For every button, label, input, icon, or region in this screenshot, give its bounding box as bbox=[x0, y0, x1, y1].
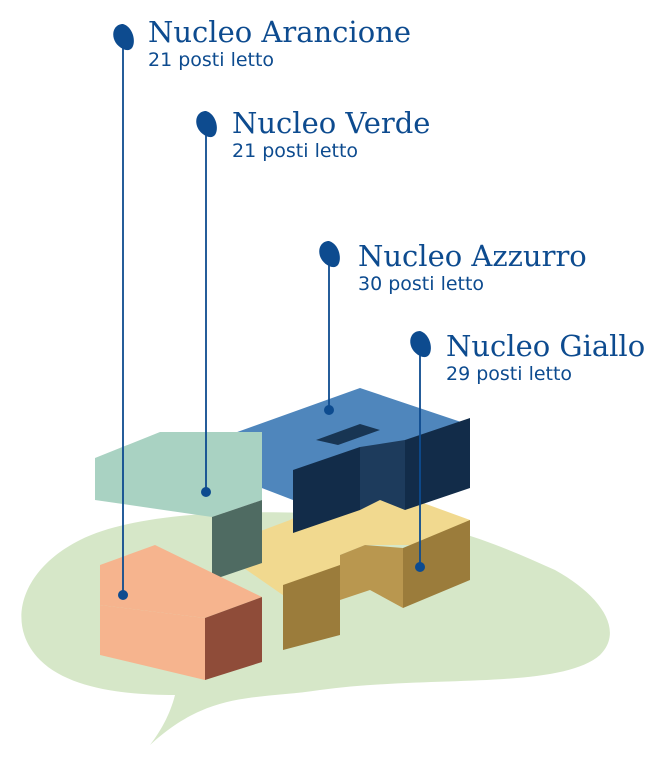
block-arancione bbox=[100, 545, 262, 680]
label-arancione-beds: 21 posti letto bbox=[148, 49, 275, 71]
label-giallo-title: Nucleo Giallo bbox=[446, 329, 646, 363]
block-verde bbox=[95, 432, 262, 580]
label-arancione: Nucleo Arancione 21 posti letto bbox=[148, 16, 411, 72]
label-verde: Nucleo Verde 21 posti letto bbox=[232, 107, 430, 163]
block-azzurro bbox=[215, 388, 470, 533]
label-giallo: Nucleo Giallo 29 posti letto bbox=[446, 330, 645, 386]
label-verde-beds: 21 posti letto bbox=[232, 140, 359, 162]
label-azzurro-title: Nucleo Azzurro bbox=[358, 239, 587, 273]
label-azzurro: Nucleo Azzurro 30 posti letto bbox=[358, 240, 587, 296]
label-verde-title: Nucleo Verde bbox=[232, 106, 431, 140]
leader-arancione bbox=[113, 24, 134, 600]
leader-giallo bbox=[410, 331, 431, 572]
leader-azzurro bbox=[319, 241, 340, 415]
label-arancione-title: Nucleo Arancione bbox=[148, 15, 411, 49]
leader-verde bbox=[196, 111, 217, 497]
label-giallo-beds: 29 posti letto bbox=[446, 363, 573, 385]
label-azzurro-beds: 30 posti letto bbox=[358, 273, 485, 295]
